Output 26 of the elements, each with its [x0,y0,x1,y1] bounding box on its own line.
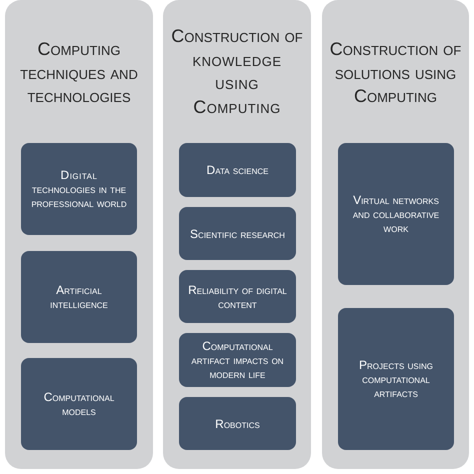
column-heading: Construction of knowledge using Computing [170,25,304,118]
topic-box [338,308,454,450]
topic-box [179,207,296,260]
topic-box [21,358,137,450]
topic-label: Computational models [42,390,116,418]
topic-label: Reliability of digital content [187,282,288,310]
topic-label: Artificial intelligence [49,283,109,311]
topic-box [179,397,296,450]
column-heading: Construction of solutions using Computing [328,38,462,108]
topic-label: Digital technologies in the professional world [30,168,128,210]
topic-box [179,270,296,323]
column-panel [5,0,153,469]
topic-label: Computational artifact impacts on modern life [190,339,285,381]
topic-label: Projects using computational artifacts [358,358,434,400]
topic-label: Scientific research [190,226,285,240]
topic-box [21,143,137,235]
column-heading: Computing techniques and technologies [19,38,139,108]
topic-label: Data science [206,163,268,177]
column-panel [163,0,311,469]
topic-box [179,143,296,197]
topic-box [21,251,137,343]
topic-box [179,333,296,387]
topic-box [338,143,454,285]
topic-label: Virtual networks and collaborative work [352,193,440,235]
topic-label: Robotics [215,416,260,430]
column-panel [322,0,469,469]
